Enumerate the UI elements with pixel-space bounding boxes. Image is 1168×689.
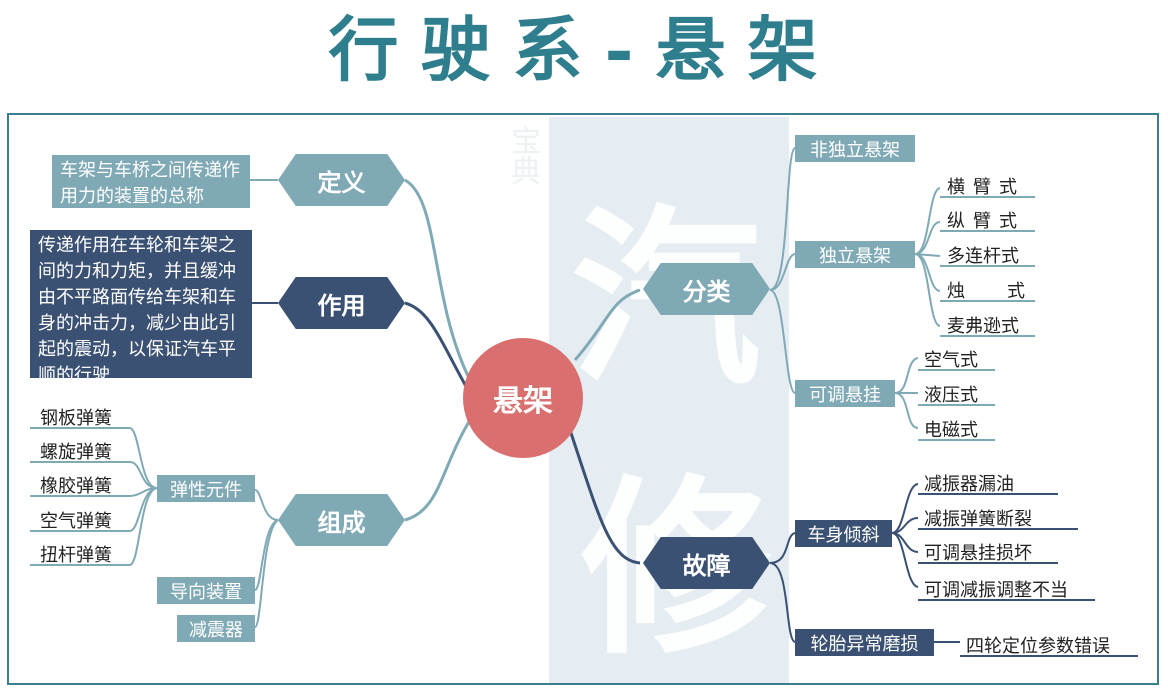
adjustable-item: 空气式 [924, 350, 978, 371]
adjustable-node: 可调悬挂 [795, 380, 895, 407]
definition-text: 车架与车桥之间传递作用力的装置的总称 [52, 155, 250, 208]
tilt-cause: 可调减振调整不当 [924, 580, 1068, 601]
tire-wear-node: 轮胎异常磨损 [795, 629, 934, 656]
function-node: 作用 [278, 277, 405, 329]
non-independent-node: 非独立悬架 [795, 135, 915, 162]
guide-device-node: 导向装置 [157, 577, 255, 604]
independent-item: 多连杆式 [947, 246, 1019, 267]
independent-item: 烛式 [947, 281, 1067, 302]
adjustable-item: 液压式 [924, 385, 978, 406]
tilt-cause: 减振器漏油 [924, 474, 1014, 495]
damper-node: 减震器 [177, 615, 255, 642]
composition-node: 组成 [278, 494, 405, 546]
independent-item: 纵臂式 [947, 211, 1025, 232]
independent-node: 独立悬架 [795, 241, 915, 268]
elastic-item: 橡胶弹簧 [40, 476, 112, 497]
tilt-cause: 减振弹簧断裂 [924, 509, 1032, 530]
definition-node: 定义 [278, 154, 405, 206]
watermark-text: 宝典 [505, 125, 539, 185]
independent-item: 横臂式 [947, 177, 1025, 198]
page-title: 行驶系-悬架 [328, 8, 840, 91]
elastic-item: 空气弹簧 [40, 511, 112, 532]
independent-item: 麦弗逊式 [947, 316, 1019, 337]
elastic-item: 钢板弹簧 [40, 408, 112, 429]
tilt-cause: 可调悬挂损坏 [924, 543, 1032, 564]
elastic-element-node: 弹性元件 [157, 475, 255, 502]
center-node: 悬架 [463, 338, 583, 458]
elastic-item: 螺旋弹簧 [40, 442, 112, 463]
elastic-item: 扭杆弹簧 [40, 545, 112, 566]
body-tilt-node: 车身倾斜 [795, 520, 892, 547]
tire-cause: 四轮定位参数错误 [966, 636, 1110, 657]
function-text: 传递作用在车轮和车架之间的力和力矩，并且缓冲由不平路面传给车架和车身的冲击力，减… [30, 230, 252, 386]
adjustable-item: 电磁式 [924, 420, 978, 441]
faults-node: 故障 [643, 537, 770, 589]
classification-node: 分类 [643, 263, 770, 315]
